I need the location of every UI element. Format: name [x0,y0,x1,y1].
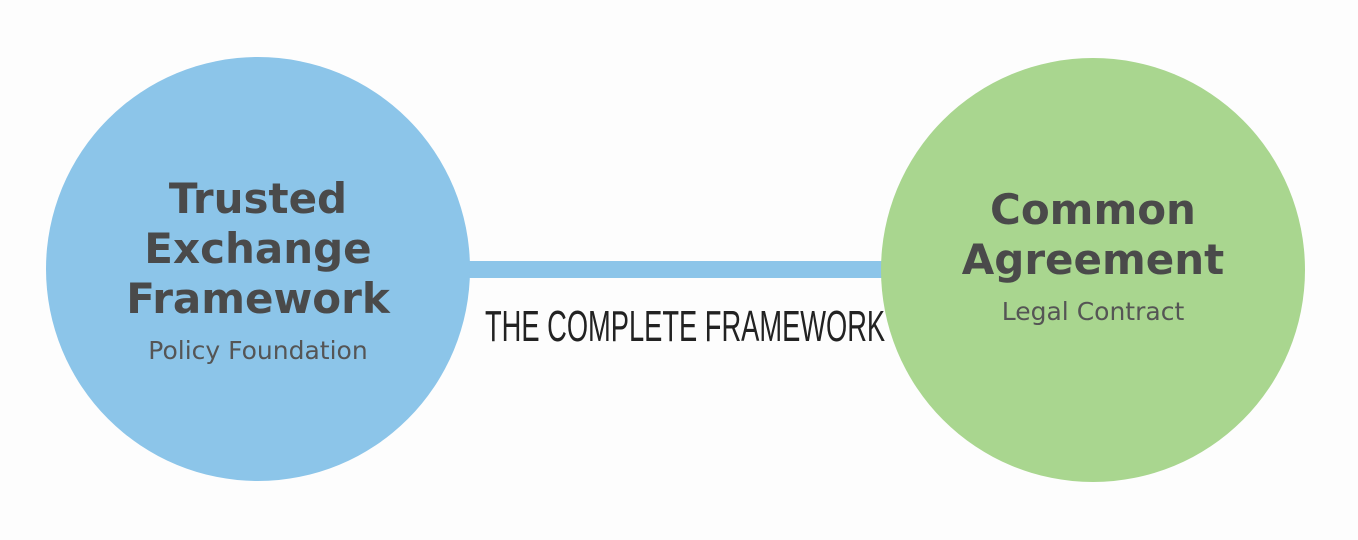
connector-label: THE COMPLETE FRAMEWORK [485,302,886,351]
node-subtitle: Policy Foundation [148,335,368,365]
trusted-exchange-framework-node: Trusted Exchange Framework Policy Founda… [46,57,470,481]
title-line: Exchange [144,223,372,273]
title-line: Agreement [961,234,1225,284]
title-line: Trusted [168,173,348,223]
title-line: Common [990,184,1196,234]
connector-line [465,261,887,278]
common-agreement-node: Common Agreement Legal Contract [881,58,1305,482]
node-title: Common Agreement [962,185,1224,285]
node-subtitle: Legal Contract [1001,296,1185,326]
title-line: Framework [126,273,390,323]
node-title: Trusted Exchange Framework [126,174,390,324]
